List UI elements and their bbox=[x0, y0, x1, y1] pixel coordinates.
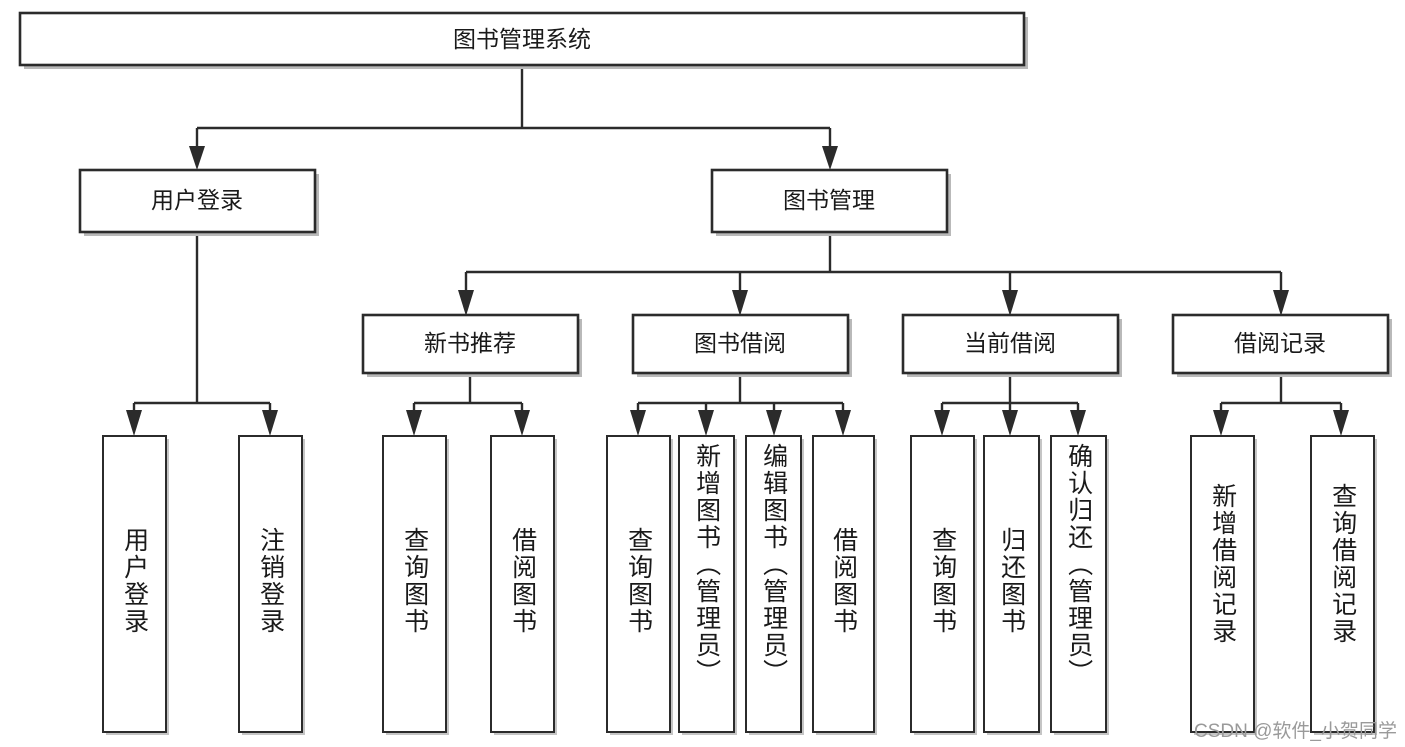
arrow-head-icon bbox=[766, 410, 782, 436]
node-current-borrow-label: 当前借阅 bbox=[964, 330, 1056, 356]
leaf-node-add-book-admin-label: 新增图书（管理员） bbox=[692, 443, 721, 686]
leaf-node-current-query-book[interactable]: 查询图书 bbox=[910, 435, 975, 733]
arrow-head-icon bbox=[822, 146, 838, 170]
connector-root-to-level2 bbox=[189, 66, 838, 170]
leaf-node-add-borrow-record[interactable]: 新增借阅记录 bbox=[1190, 435, 1255, 733]
arrow-head-icon bbox=[126, 410, 142, 436]
arrow-head-icon bbox=[514, 410, 530, 436]
connector-currentborrow-to-leaves bbox=[934, 376, 1086, 436]
leaf-node-recommend-query-book-label: 查询图书 bbox=[400, 527, 429, 635]
leaf-node-query-borrow-record-label: 查询借阅记录 bbox=[1328, 483, 1357, 645]
leaf-node-recommend-borrow-book[interactable]: 借阅图书 bbox=[490, 435, 555, 733]
leaf-node-logout[interactable]: 注销登录 bbox=[238, 435, 303, 733]
arrow-head-icon bbox=[1333, 410, 1349, 436]
leaf-node-add-book-admin[interactable]: 新增图书（管理员） bbox=[678, 435, 735, 733]
node-root-label: 图书管理系统 bbox=[453, 26, 591, 52]
node-book-borrow[interactable]: 图书借阅 bbox=[631, 313, 852, 377]
leaf-node-logout-label: 注销登录 bbox=[256, 527, 285, 635]
leaf-node-borrow-book[interactable]: 借阅图书 bbox=[812, 435, 875, 733]
leaf-node-confirm-return-admin-label: 确认归还（管理员） bbox=[1064, 443, 1093, 686]
arrow-head-icon bbox=[835, 410, 851, 436]
arrow-head-icon bbox=[262, 410, 278, 436]
leaf-node-edit-book-admin-label: 编辑图书（管理员） bbox=[759, 443, 788, 686]
node-book-management[interactable]: 图书管理 bbox=[710, 168, 951, 236]
leaf-node-edit-book-admin[interactable]: 编辑图书（管理员） bbox=[745, 435, 802, 733]
connector-userlogin-to-leaves bbox=[126, 234, 278, 436]
leaf-node-borrow-query-book-label: 查询图书 bbox=[624, 527, 653, 635]
connector-newbook-to-leaves bbox=[406, 376, 530, 436]
leaf-node-return-book-label: 归还图书 bbox=[997, 527, 1026, 635]
arrow-head-icon bbox=[630, 410, 646, 436]
node-new-book-recommend-label: 新书推荐 bbox=[424, 330, 516, 356]
arrow-head-icon bbox=[1002, 410, 1018, 436]
node-root[interactable]: 图书管理系统 bbox=[18, 11, 1028, 69]
leaf-node-add-borrow-record-label: 新增借阅记录 bbox=[1208, 483, 1237, 645]
leaf-node-borrow-query-book[interactable]: 查询图书 bbox=[606, 435, 671, 733]
node-new-book-recommend[interactable]: 新书推荐 bbox=[361, 313, 582, 377]
arrow-head-icon bbox=[1273, 290, 1289, 316]
connector-bookmgmt-to-level3 bbox=[458, 234, 1289, 316]
node-user-login-label: 用户登录 bbox=[151, 187, 243, 213]
leaf-node-user-login-label: 用户登录 bbox=[120, 527, 149, 635]
arrow-head-icon bbox=[1070, 410, 1086, 436]
leaf-node-recommend-borrow-book-label: 借阅图书 bbox=[508, 527, 537, 635]
node-borrow-record[interactable]: 借阅记录 bbox=[1171, 313, 1392, 377]
leaf-node-user-login[interactable]: 用户登录 bbox=[102, 435, 167, 733]
leaf-node-query-borrow-record[interactable]: 查询借阅记录 bbox=[1310, 435, 1375, 733]
arrow-head-icon bbox=[698, 410, 714, 436]
leaf-node-confirm-return-admin[interactable]: 确认归还（管理员） bbox=[1050, 435, 1107, 733]
leaf-node-borrow-book-label: 借阅图书 bbox=[829, 527, 858, 635]
arrow-head-icon bbox=[934, 410, 950, 436]
node-current-borrow[interactable]: 当前借阅 bbox=[901, 313, 1122, 377]
node-borrow-record-label: 借阅记录 bbox=[1234, 330, 1326, 356]
connector-borrowrecord-to-leaves bbox=[1213, 376, 1349, 436]
arrow-head-icon bbox=[732, 290, 748, 316]
arrow-head-icon bbox=[1213, 410, 1229, 436]
node-book-borrow-label: 图书借阅 bbox=[694, 330, 786, 356]
leaf-node-recommend-query-book[interactable]: 查询图书 bbox=[382, 435, 447, 733]
leaf-node-current-query-book-label: 查询图书 bbox=[928, 527, 957, 635]
arrow-head-icon bbox=[406, 410, 422, 436]
node-book-management-label: 图书管理 bbox=[783, 187, 875, 213]
connector-bookborrow-to-leaves bbox=[630, 376, 851, 436]
node-user-login[interactable]: 用户登录 bbox=[78, 168, 319, 236]
arrow-head-icon bbox=[458, 290, 474, 316]
leaf-node-return-book[interactable]: 归还图书 bbox=[983, 435, 1040, 733]
arrow-head-icon bbox=[189, 146, 205, 170]
arrow-head-icon bbox=[1002, 290, 1018, 316]
